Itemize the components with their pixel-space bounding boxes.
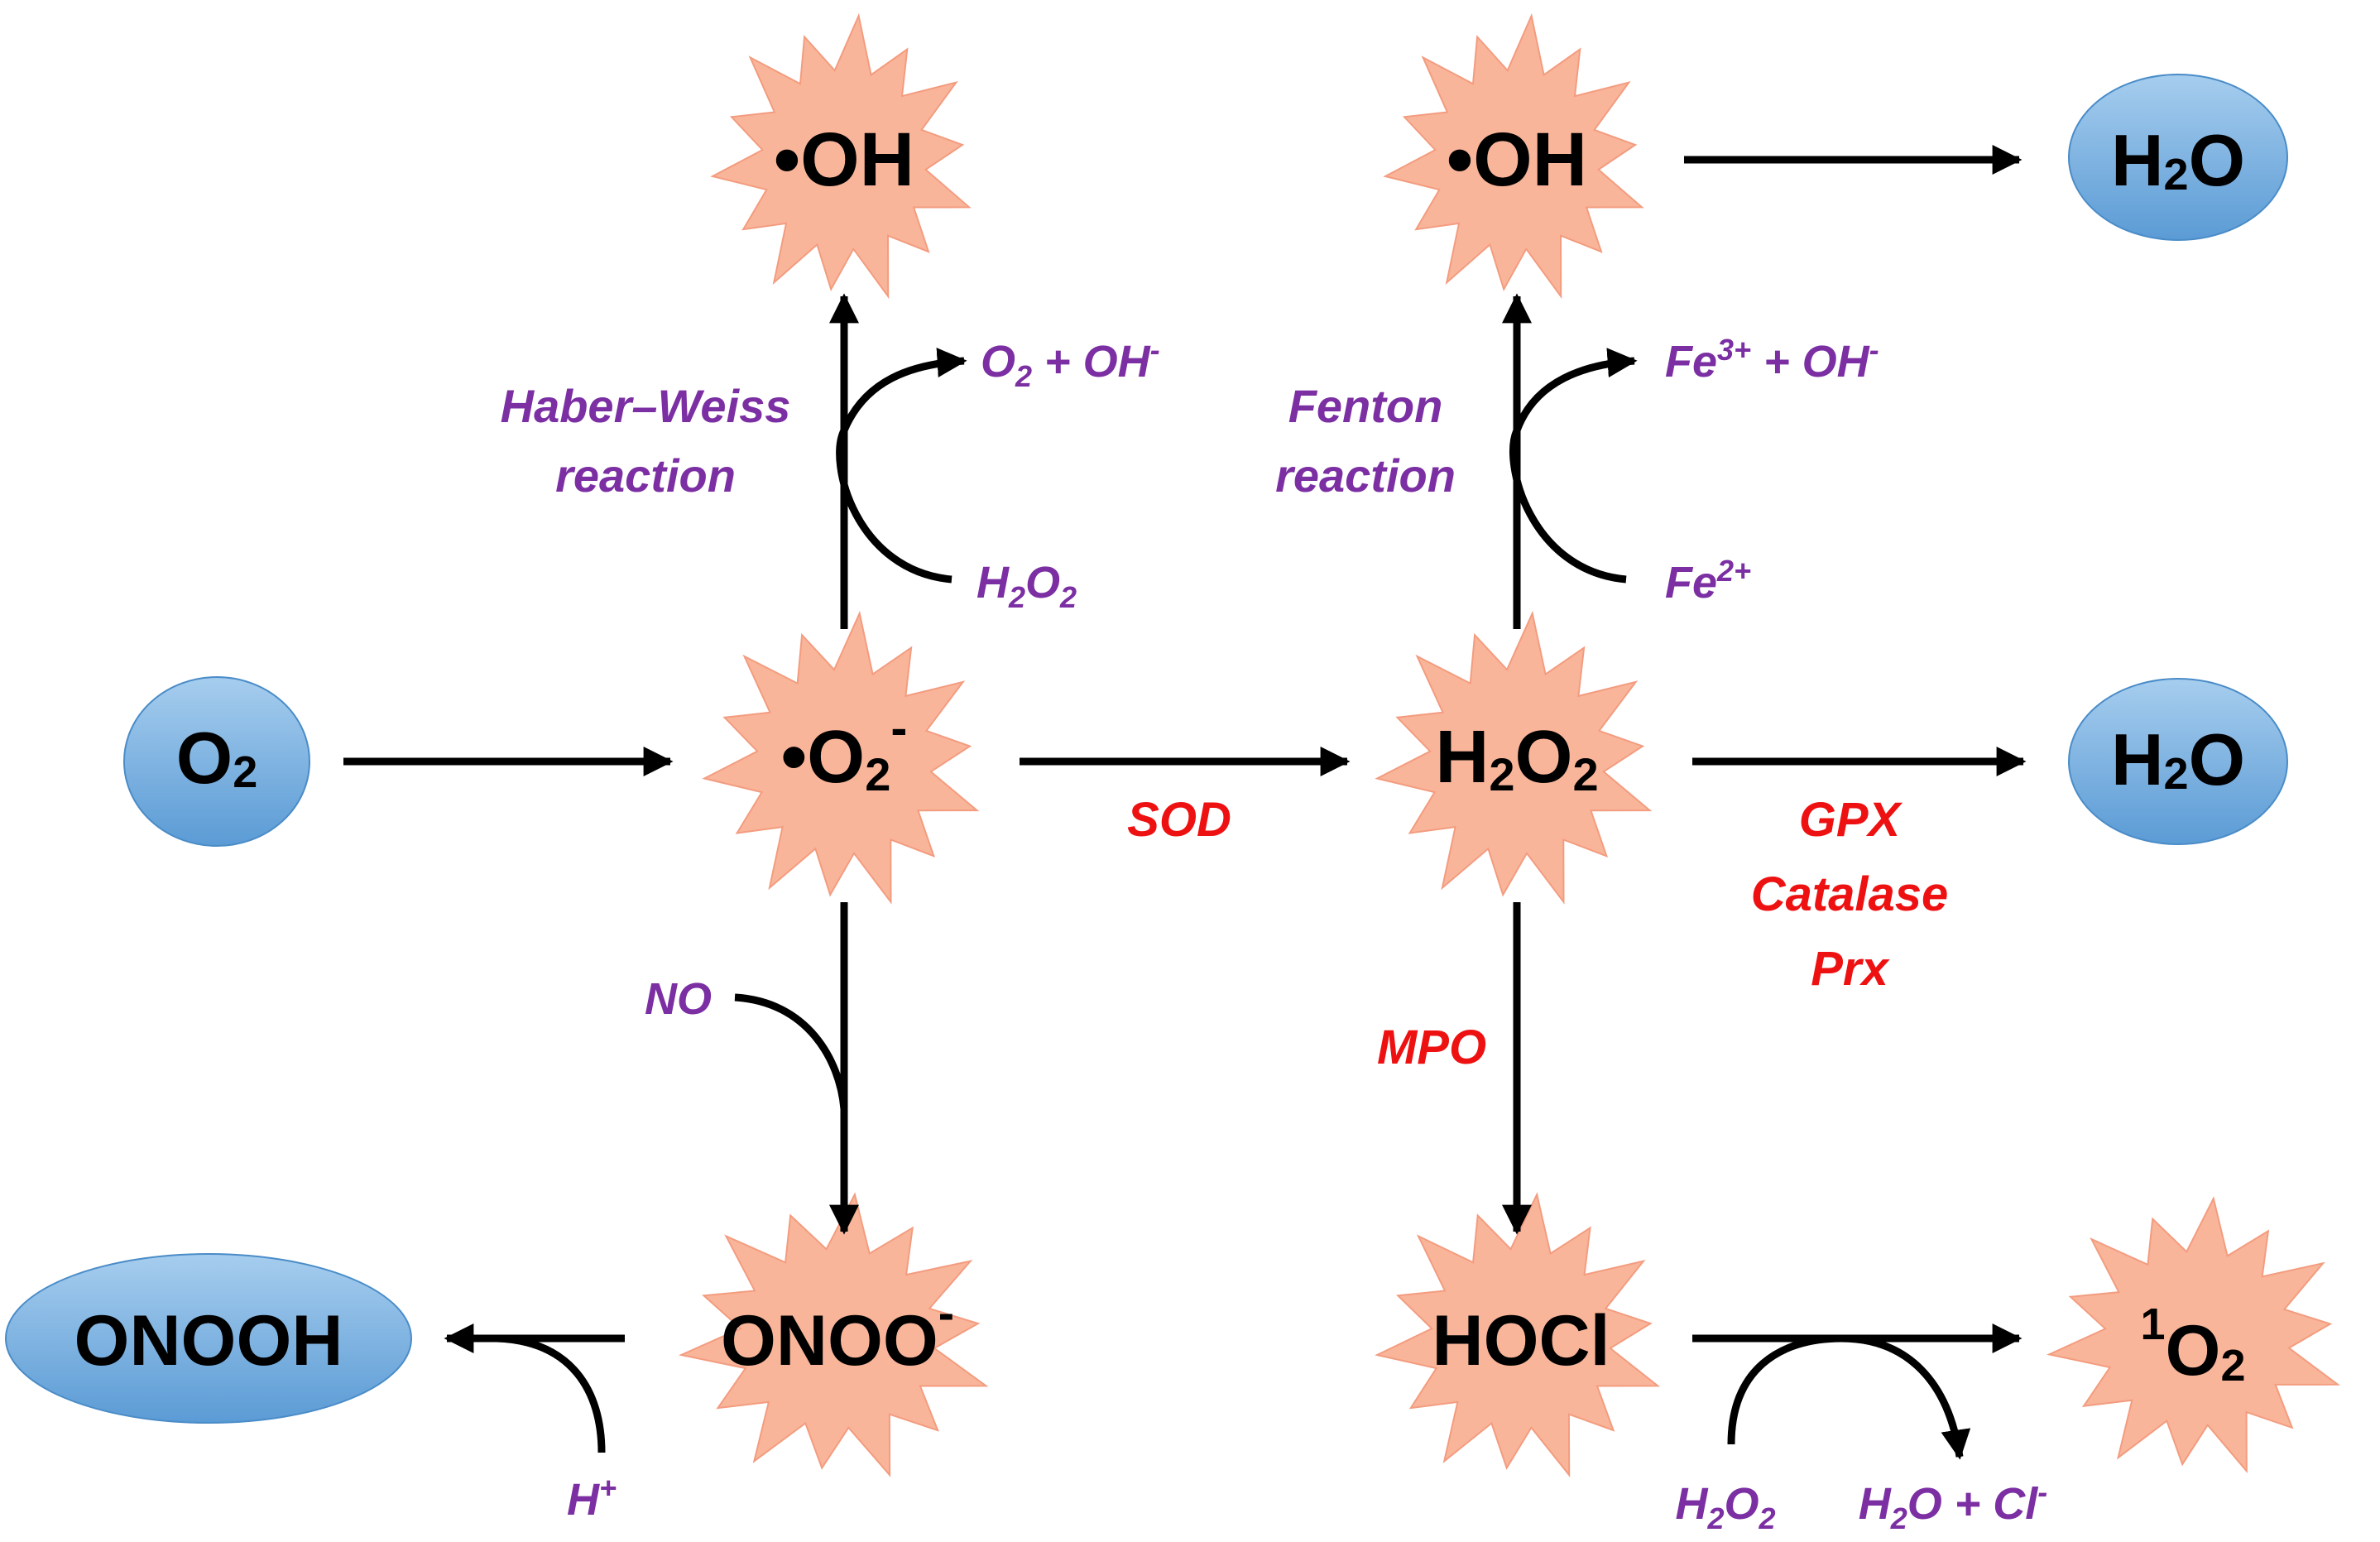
onooh-oval bbox=[5, 1253, 412, 1424]
water-mid-oval bbox=[2068, 678, 2288, 845]
gpx-label: GPX bbox=[1799, 793, 1903, 847]
mpo-label: MPO bbox=[1377, 1021, 1486, 1074]
fenton-product: Fe3+ + OH- bbox=[1665, 333, 1879, 387]
stable-species-ovals bbox=[5, 74, 2288, 1424]
singlet-oxygen: 1O2 bbox=[2141, 1299, 2246, 1391]
curve-hocl-side bbox=[1727, 1334, 1971, 1460]
fenton-label-line2: reaction bbox=[1275, 449, 1456, 502]
haber-weiss-product: O2 + OH- bbox=[981, 333, 1160, 393]
prx-label: Prx bbox=[1811, 942, 1890, 996]
hocl-star bbox=[1375, 1192, 1661, 1477]
haber-weiss-label-line1: Haber–Weiss bbox=[501, 380, 791, 432]
water-top-oval bbox=[2068, 74, 2288, 241]
oxygen: O2 bbox=[176, 717, 258, 799]
hydrogen-peroxide: H2O2 bbox=[1435, 716, 1598, 800]
hocl-reactant: H2O2 bbox=[1675, 1479, 1775, 1535]
oh-left-star bbox=[710, 12, 972, 300]
catalase-label: Catalase bbox=[1751, 867, 1949, 921]
h2o2-star bbox=[1375, 610, 1653, 905]
proton-label: H+ bbox=[567, 1471, 617, 1525]
curve-fenton bbox=[1509, 348, 1638, 584]
hydroxyl-radical-right: •OH bbox=[1447, 118, 1587, 202]
superoxide: •O2- bbox=[781, 700, 908, 800]
fenton-label-line1: Fenton bbox=[1288, 380, 1443, 432]
singlet-o2-star bbox=[2047, 1196, 2341, 1474]
fenton-reactant: Fe2+ bbox=[1665, 554, 1751, 608]
enzyme-labels: SOD GPX Catalase Prx MPO bbox=[1127, 793, 1948, 1074]
superoxide-star bbox=[702, 610, 980, 905]
hypochlorous-acid: HOCl bbox=[1432, 1301, 1610, 1381]
hydroxyl-radical-left: •OH bbox=[774, 118, 914, 202]
curve-h-plus bbox=[496, 1334, 606, 1453]
sod-label: SOD bbox=[1127, 793, 1231, 847]
nitric-oxide-label: NO bbox=[645, 974, 712, 1024]
peroxynitrite-star bbox=[678, 1192, 989, 1477]
haber-weiss-label-line2: reaction bbox=[555, 449, 736, 502]
water-mid: H2O bbox=[2111, 718, 2245, 800]
curve-haber-weiss bbox=[836, 348, 967, 584]
o2-oval bbox=[123, 676, 310, 847]
reagent-labels: Haber–Weiss reaction Fenton reaction O2 … bbox=[501, 333, 2048, 1535]
hocl-product: H2O + Cl- bbox=[1859, 1475, 2048, 1535]
curve-no bbox=[734, 993, 848, 1110]
peroxynitrous-acid: ONOOH bbox=[74, 1301, 343, 1381]
water-top: H2O bbox=[2111, 119, 2245, 201]
radical-star-shapes bbox=[678, 12, 2341, 1477]
species-labels: •OH •OH H2O O2 •O2- H2O2 H2O ONOOH ONOO-… bbox=[74, 118, 2246, 1391]
peroxynitrite: ONOO- bbox=[721, 1286, 954, 1381]
oh-right-star bbox=[1383, 12, 1644, 300]
haber-weiss-reactant: H2O2 bbox=[976, 558, 1077, 614]
reaction-arrows bbox=[343, 145, 2027, 1460]
